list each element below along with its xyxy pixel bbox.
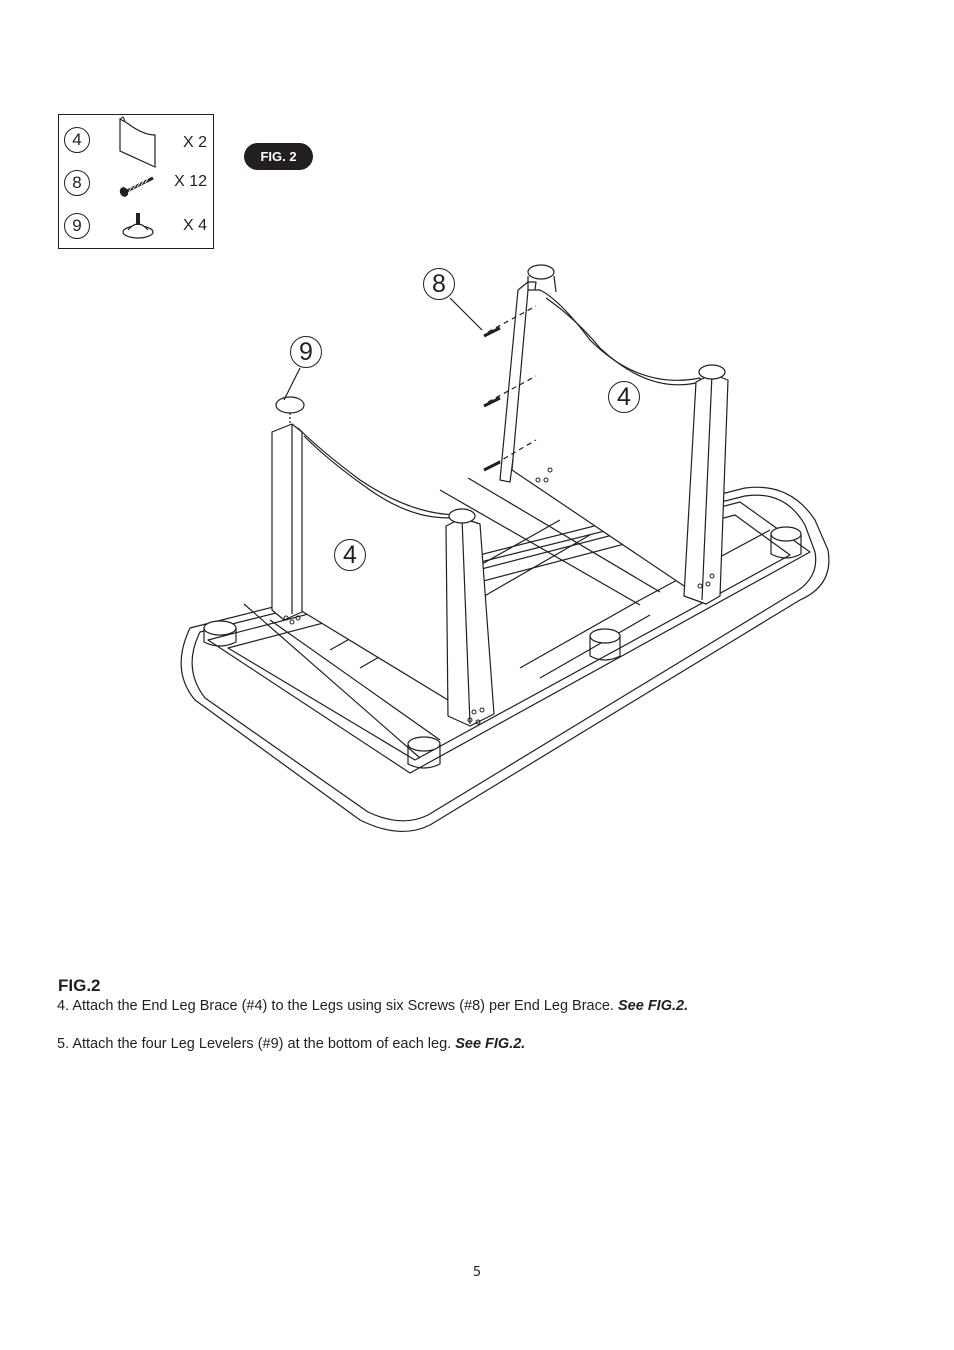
part-row-leveler: 9 X 4 xyxy=(59,210,215,250)
callout-screw: 8 xyxy=(423,268,455,300)
part-quantity: X 4 xyxy=(182,217,207,234)
page-number: 5 xyxy=(472,1265,482,1280)
step-text: 4. Attach the End Leg Brace (#4) to the … xyxy=(57,998,614,1014)
step-4: 4. Attach the End Leg Brace (#4) to the … xyxy=(57,998,688,1014)
part-row-screw: 8 X 12 xyxy=(59,168,215,208)
callout-brace-front: 4 xyxy=(334,539,366,571)
part-number: 4 xyxy=(64,127,90,153)
section-heading: FIG.2 xyxy=(58,976,101,995)
screw-icon xyxy=(119,176,154,197)
callout-leveler: 9 xyxy=(290,336,322,368)
assembly-drawing xyxy=(180,264,830,833)
figure-reference: See FIG.2. xyxy=(455,1036,526,1052)
parts-list: 4 X 2 8 X 12 9 X 4 xyxy=(58,114,214,249)
part-quantity: X 2 xyxy=(182,134,207,151)
callout-brace-back: 4 xyxy=(608,381,640,413)
step-5: 5. Attach the four Leg Levelers (#9) at … xyxy=(57,1036,525,1052)
part-row-brace: 4 X 2 xyxy=(59,116,215,168)
figure-reference: See FIG.2. xyxy=(618,998,689,1014)
leg-leveler-icon xyxy=(122,213,154,239)
part-number: 9 xyxy=(64,213,90,239)
part-number: 8 xyxy=(64,170,90,196)
end-leg-brace-icon xyxy=(119,116,156,168)
part-quantity: X 12 xyxy=(174,173,207,190)
step-text: 5. Attach the four Leg Levelers (#9) at … xyxy=(57,1036,452,1052)
figure-badge: FIG. 2 xyxy=(244,143,313,170)
